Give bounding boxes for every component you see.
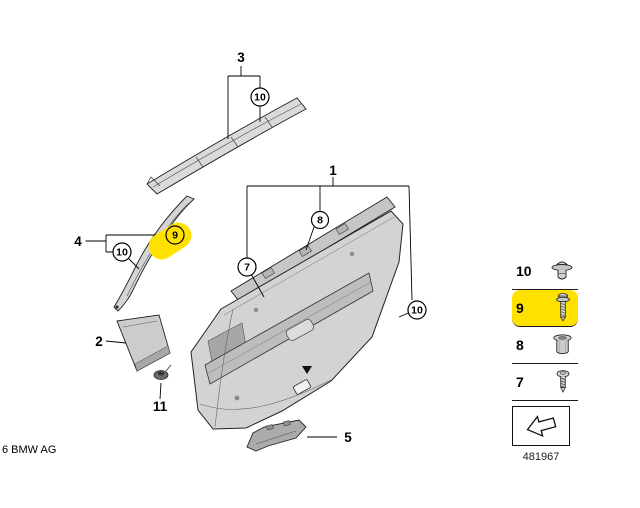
callout-circle-10-left[interactable]: 10: [112, 242, 132, 262]
tapping-screw-icon: [552, 369, 574, 395]
svg-text:10[interactable]: 10: [254, 92, 266, 104]
diagram-number: 481967: [522, 451, 560, 463]
direction-marker-icon: [302, 366, 312, 374]
part-corner-panel: [116, 314, 171, 372]
svg-text:7[interactable]: 7: [244, 262, 250, 274]
callout-label-4[interactable]: 4: [74, 234, 82, 249]
legend-number-10[interactable]: 10: [516, 263, 532, 279]
callout-label-5[interactable]: 5: [344, 430, 352, 445]
legend-row-8[interactable]: 8: [512, 327, 578, 364]
legend-row-9[interactable]: 9: [512, 290, 578, 327]
direction-arrow-icon: [526, 415, 557, 438]
callout-circle-10-right[interactable]: 10: [407, 300, 427, 320]
part-upper-trim-strip: [146, 97, 307, 195]
leader-lines: [85, 66, 413, 438]
legend-number-9[interactable]: 9: [516, 300, 524, 316]
part-lower-bracket: [246, 419, 307, 452]
legend-number-8[interactable]: 8: [516, 337, 524, 353]
grommet-nut-icon: [550, 257, 574, 285]
callout-label-2[interactable]: 2: [95, 334, 103, 349]
legend-row-7[interactable]: 7: [512, 364, 578, 401]
callout-circle-10-top[interactable]: 10: [250, 87, 270, 107]
copyright-text: 6 BMW AG: [2, 444, 57, 456]
callout-circle-9-highlighted[interactable]: 9: [165, 225, 185, 245]
callout-label-3[interactable]: 3: [237, 50, 245, 65]
fastener-legend: 10 9: [512, 253, 578, 463]
callout-circle-7[interactable]: 7: [237, 257, 257, 277]
spacer-sleeve-icon: [551, 332, 574, 359]
part-tailgate-trim-panel: [190, 196, 404, 430]
svg-text:9[interactable]: 9: [172, 230, 178, 242]
callout-label-11[interactable]: 11: [153, 399, 168, 414]
svg-text:10[interactable]: 10: [116, 247, 128, 259]
legend-row-10[interactable]: 10: [512, 253, 578, 290]
callout-label-1[interactable]: 1: [329, 163, 337, 178]
callout-circle-8[interactable]: 8: [310, 210, 330, 230]
pan-head-screw-icon: [552, 292, 574, 324]
legend-number-7[interactable]: 7: [516, 374, 524, 390]
direction-note-box: [512, 406, 570, 446]
svg-text:10[interactable]: 10: [411, 305, 423, 317]
part-plug-grommet: [153, 364, 172, 380]
svg-text:8[interactable]: 8: [317, 215, 323, 227]
